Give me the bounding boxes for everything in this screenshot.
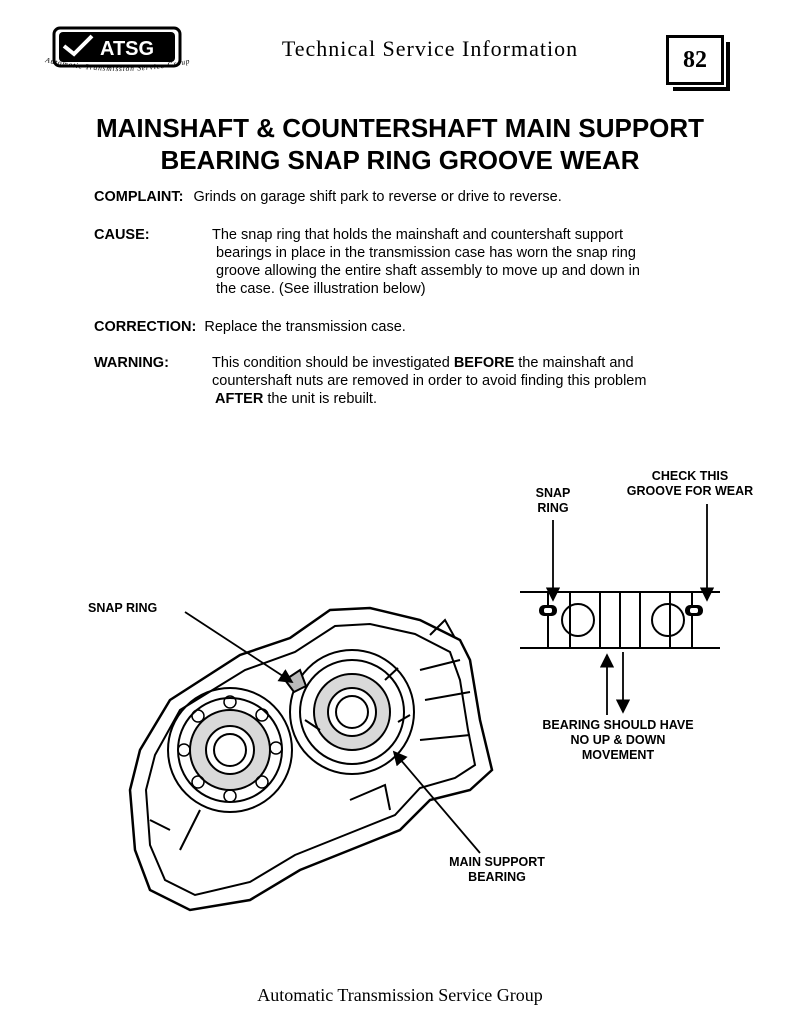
- correction-text: Replace the transmission case.: [204, 319, 406, 335]
- title-line-2: BEARING SNAP RING GROOVE WEAR: [160, 145, 640, 175]
- callout-main-support-line-2: BEARING: [468, 870, 526, 884]
- logo-subtext: Automatic Transmission Service Group: [40, 55, 200, 84]
- complaint-label: COMPLAINT:: [94, 189, 184, 205]
- title-line-1: MAINSHAFT & COUNTERSHAFT MAIN SUPPORT: [95, 113, 705, 143]
- document-title: MAINSHAFT & COUNTERSHAFT MAIN SUPPORT BE…: [40, 112, 760, 176]
- cause-text: The snap ring that holds the mainshaft a…: [212, 226, 712, 298]
- callout-main-support-line-1: MAIN SUPPORT: [449, 855, 545, 869]
- warning-line-3: AFTER the unit is rebuilt.: [212, 390, 712, 408]
- logo-subtext-path: Automatic Transmission Service Group: [44, 55, 191, 73]
- cause-line-2: bearings in place in the transmission ca…: [216, 245, 636, 261]
- bearing-illustration: [128, 504, 720, 912]
- page-number-value: 82: [683, 46, 707, 73]
- warning-after: AFTER: [215, 391, 264, 407]
- callout-bearing-movement: BEARING SHOULD HAVE NO UP & DOWN MOVEMEN…: [518, 718, 718, 763]
- callout-snap-ring-top-line-2: RING: [537, 501, 569, 515]
- callout-snap-ring-top-line-1: SNAP: [535, 486, 571, 500]
- callout-snap-ring-top: SNAP RING: [508, 486, 598, 516]
- complaint-text: Grinds on garage shift park to reverse o…: [193, 189, 562, 205]
- cause-label: CAUSE:: [94, 227, 150, 243]
- header-title: Technical Service Information: [281, 36, 579, 61]
- callout-bearing-movement-line-1: BEARING SHOULD HAVE: [542, 718, 694, 732]
- warning-text: This condition should be investigated BE…: [212, 354, 712, 408]
- cause-line-4: the case. (See illustration below): [216, 281, 426, 297]
- warning-line-1-pre: This condition should be investigated: [212, 355, 454, 371]
- warning-before: BEFORE: [453, 355, 515, 371]
- callout-snap-ring-left: SNAP RING: [88, 601, 158, 615]
- callout-check-groove-line-2: GROOVE FOR WEAR: [626, 484, 754, 498]
- callout-bearing-movement-line-2: NO UP & DOWN: [570, 733, 666, 747]
- logo-text: ATSG: [100, 38, 154, 60]
- callout-check-groove-line-1: CHECK THIS: [651, 469, 729, 483]
- callout-check-groove: CHECK THIS GROOVE FOR WEAR: [616, 469, 764, 499]
- correction-label: CORRECTION:: [94, 319, 197, 335]
- callout-main-support-bearing: MAIN SUPPORT BEARING: [430, 855, 564, 885]
- page-number: 82: [666, 35, 730, 91]
- warning-line-1: This condition should be investigated BE…: [212, 354, 712, 372]
- cause-row: CAUSE: The snap ring that holds the main…: [94, 226, 734, 306]
- callout-bearing-movement-line-3: MOVEMENT: [581, 748, 655, 762]
- cause-line-3: groove allowing the entire shaft assembl…: [216, 263, 640, 279]
- warning-line-2: countershaft nuts are removed in order t…: [212, 373, 647, 389]
- warning-row: WARNING: This condition should be invest…: [94, 354, 734, 410]
- warning-line-3-post: the unit is rebuilt.: [263, 391, 377, 407]
- warning-label: WARNING:: [94, 355, 169, 371]
- complaint-row: COMPLAINT: Grinds on garage shift park t…: [94, 188, 734, 206]
- svg-text:Automatic Transmission Service: Automatic Transmission Service Group: [44, 58, 191, 73]
- footer-text: Automatic Transmission Service Group: [257, 985, 543, 1005]
- cause-line-1: The snap ring that holds the mainshaft a…: [212, 227, 624, 243]
- correction-row: CORRECTION: Replace the transmission cas…: [94, 318, 734, 336]
- atsg-logo: ATSG: [52, 26, 182, 68]
- warning-line-1-post: the mainshaft and: [514, 355, 634, 371]
